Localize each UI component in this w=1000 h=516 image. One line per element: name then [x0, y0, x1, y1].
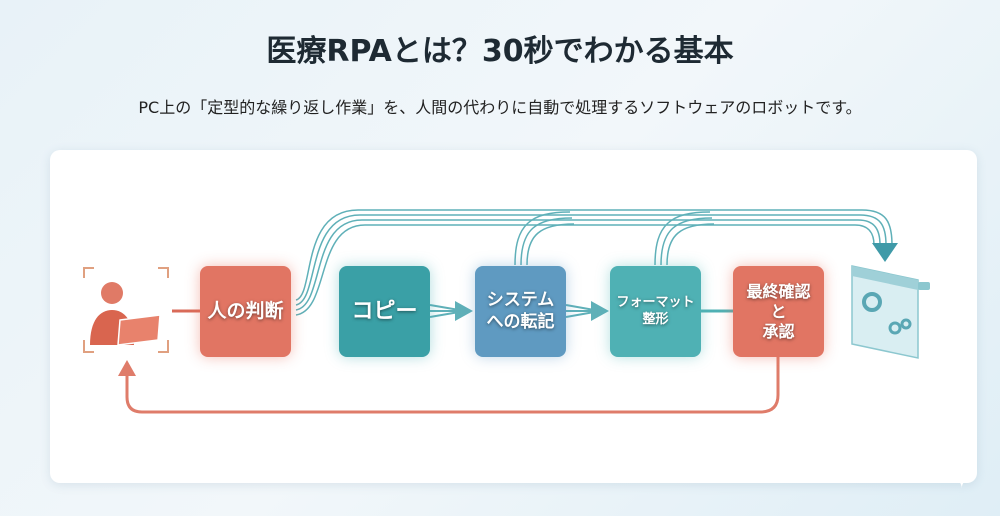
- step-system-entry: システム への転記: [475, 266, 566, 357]
- sparkle-icon: ✦: [950, 462, 974, 495]
- robot-software-icon: [851, 265, 930, 359]
- doctor-icon: [83, 267, 169, 353]
- return-arrow: [125, 357, 780, 414]
- page-title: 医療RPAとは？30秒でわかる基本: [266, 34, 734, 69]
- arrow-head-icon: [872, 243, 898, 262]
- page-subtitle: PC上の「定型的な繰り返し作業」を、人間の代わりに自動で処理するソフトウェアのロ…: [138, 98, 862, 117]
- arrow-head-icon: [118, 360, 136, 376]
- arrow-head-icon: [591, 301, 609, 321]
- step-final-approval: 最終確認 と 承認: [733, 266, 824, 357]
- step-copy: コピー: [339, 266, 430, 357]
- step-human-judgment: 人の判断: [200, 266, 291, 357]
- robot-loop-arrow: [295, 209, 893, 316]
- step-format: フォーマット 整形: [610, 266, 701, 357]
- arrow-head-icon: [455, 301, 473, 321]
